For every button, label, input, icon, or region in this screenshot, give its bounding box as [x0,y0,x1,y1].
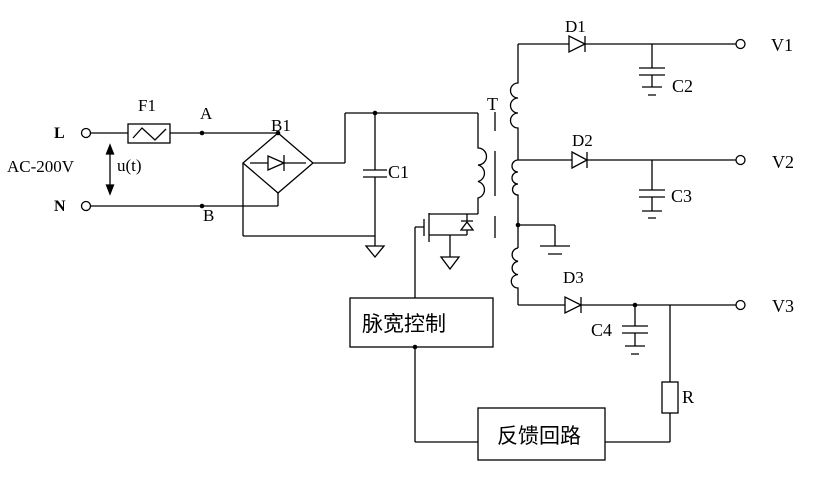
label-node-a: A [200,104,213,123]
label-bridge: B1 [271,116,291,135]
label-c1: C1 [388,162,409,182]
fuse-symbol [127,123,278,144]
label-d1: D1 [565,17,586,36]
label-feedback-loop: 反馈回路 [497,425,581,448]
transformer-primary-winding [477,113,488,214]
junction-dots [199,110,638,350]
input-terminal-neutral [80,193,279,212]
label-live: L [54,125,65,142]
label-c3: C3 [671,186,692,206]
label-v3: V3 [772,296,794,316]
resistor-r-symbol [605,305,679,443]
label-d2: D2 [572,131,593,150]
label-source: AC-200V [7,157,75,176]
label-v2: V2 [772,152,794,172]
capacitor-c3-symbol [639,160,665,219]
terminal-v2 [735,154,746,166]
mosfet-body-diode [459,214,475,235]
label-neutral: N [54,198,66,215]
label-waveform: u(t) [117,156,142,175]
output-line-v1 [518,34,746,54]
label-c2: C2 [672,76,693,96]
voltage-arrow [105,143,115,196]
ground-symbol-primary [364,236,386,259]
label-r: R [682,387,694,407]
feedback-loop-box [477,407,606,461]
secondary-tap-ground [518,224,570,255]
capacitor-c4-symbol [622,305,648,355]
label-v1: V1 [771,35,793,55]
bridge-rectifier-symbol [242,132,314,194]
label-d3: D3 [563,268,584,287]
input-terminal-live [80,127,128,139]
transformer-secondary-winding [509,44,519,305]
capacitor-c1-symbol [363,113,387,236]
capacitor-c2-symbol [639,44,665,96]
output-line-v2 [518,150,746,170]
label-fuse: F1 [138,96,156,115]
pwm-control-box [349,297,494,443]
terminal-v1 [735,38,746,50]
label-c4: C4 [591,320,612,340]
label-node-b: B [203,206,214,225]
label-pwm-control: 脉宽控制 [362,313,446,336]
label-transformer: T [487,94,498,114]
mosfet-symbol [414,213,478,298]
dc-rails [242,112,478,237]
output-line-v3 [518,295,746,315]
terminal-v3 [735,299,746,311]
ground-symbol-source [439,235,461,271]
